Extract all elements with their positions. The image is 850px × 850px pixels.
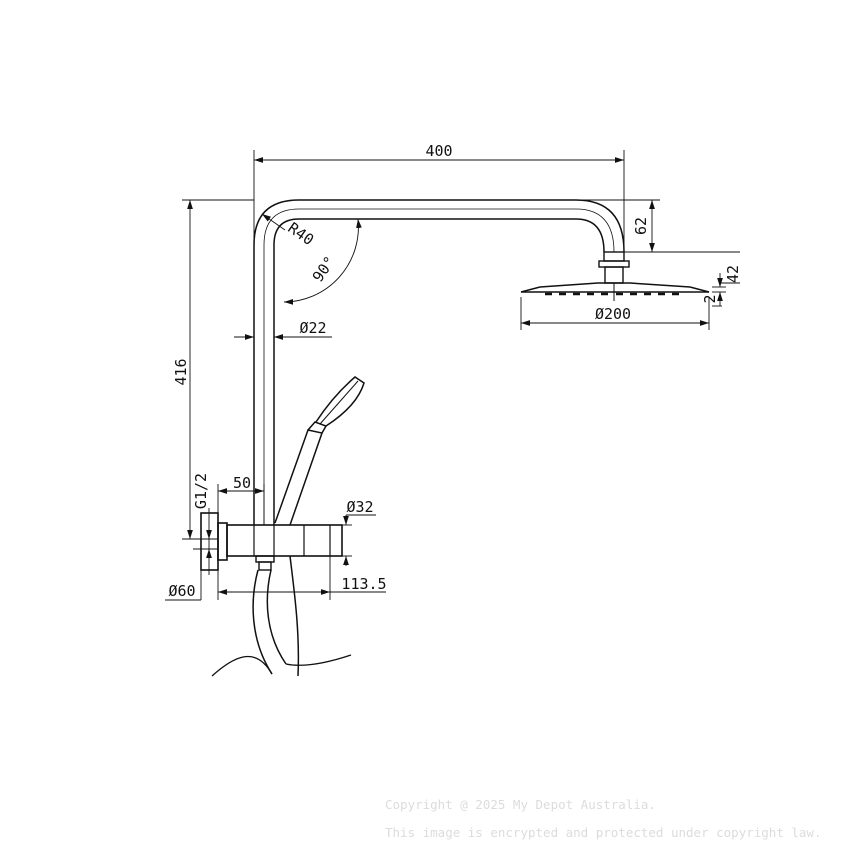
dim-flange-diameter: Ø60: [168, 582, 195, 600]
copyright-watermark-line1: Copyright @ 2025 My Depot Australia.: [385, 797, 656, 812]
diverter-holder: [200, 512, 343, 571]
dim-riser-height: 416: [172, 358, 190, 385]
hand-shower: [274, 376, 365, 526]
dim-depth: 113.5: [341, 575, 386, 593]
dim-inlet-thread: G1/2: [192, 473, 210, 509]
dim-riser-diameter: Ø22: [299, 319, 326, 337]
dim-wall-offset: 50: [233, 474, 251, 492]
dim-arm-length: 400: [425, 142, 452, 160]
dim-head-offset: 42: [724, 265, 742, 283]
dim-bend-radius: R40: [285, 219, 318, 249]
dim-arm-drop: 62: [632, 217, 650, 235]
copyright-watermark-line2: This image is encrypted and protected un…: [385, 825, 822, 840]
dim-head-diameter: Ø200: [595, 305, 631, 323]
dim-bend-angle: 90°: [309, 253, 339, 286]
shower-arm: [253, 199, 625, 525]
dim-holder-diameter: Ø32: [346, 498, 373, 516]
dimension-lines: [165, 150, 740, 601]
rain-shower-head: [520, 251, 710, 301]
hose: [211, 555, 352, 677]
dim-head-thickness: 2: [701, 294, 719, 303]
